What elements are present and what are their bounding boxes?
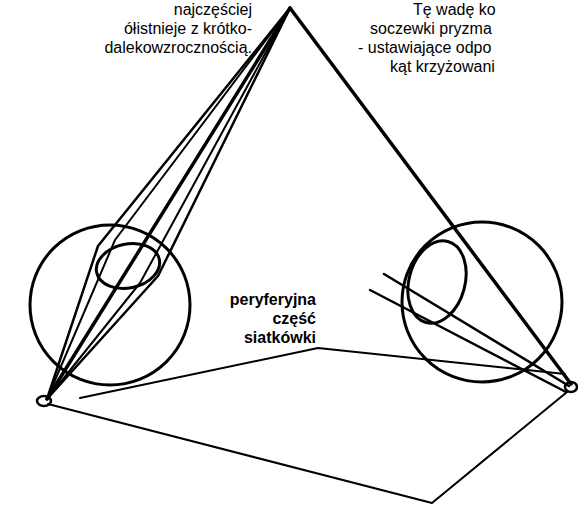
note-text: soczewki pryzma: [370, 19, 492, 38]
plane-edge: [48, 392, 567, 503]
region-label: peryferyjna część siatkówki: [196, 290, 318, 347]
note-text: ółistnieje z krótko-: [124, 19, 252, 38]
right-fovea: [565, 382, 577, 392]
note-text: dalekowzrocznością.: [104, 38, 252, 57]
right-lens: [399, 234, 475, 330]
note-text: - ustawiające odpo: [358, 38, 491, 57]
note-text: Tę wadę ko: [413, 0, 496, 19]
left-fovea: [37, 396, 51, 406]
note-text: najczęściej: [174, 0, 252, 19]
light-ray: [384, 274, 569, 386]
note-text: kąt krzyżowani: [390, 57, 495, 76]
light-ray: [370, 290, 566, 392]
left-eyeball: [30, 225, 190, 385]
visual-axis: [290, 8, 571, 384]
